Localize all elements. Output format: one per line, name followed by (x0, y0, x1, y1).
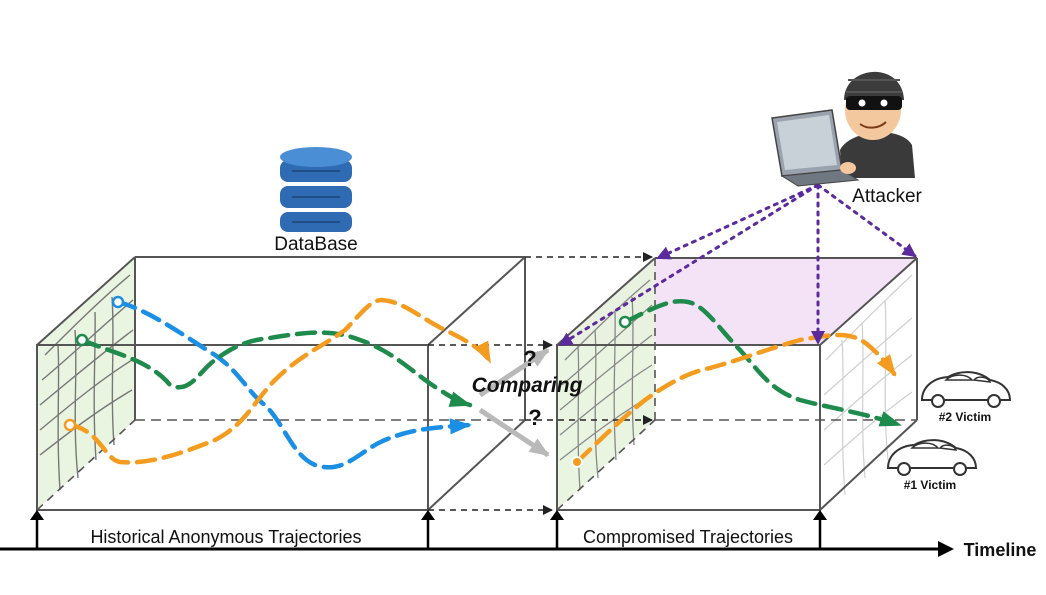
victim-1-label: #1 Victim (904, 478, 956, 492)
historical-label: Historical Anonymous Trajectories (90, 527, 361, 547)
start-plane-left (37, 257, 135, 510)
blue-start-point (111, 295, 125, 309)
green-compromised-trajectory (622, 298, 903, 428)
timeline-label: Timeline (964, 540, 1037, 560)
database-icon (280, 147, 352, 232)
car-icon-victim-1 (886, 439, 978, 476)
green-trajectory (79, 330, 473, 408)
timeline-ticks (35, 518, 822, 549)
green-compromised-start (618, 315, 632, 329)
orange-compromised-trajectory (574, 332, 898, 465)
database-label: DataBase (274, 234, 357, 255)
compromised-label: Compromised Trajectories (583, 527, 793, 547)
question-mark-upper: ? (523, 346, 536, 371)
attacker-label: Attacker (852, 186, 922, 207)
blue-trajectory (115, 299, 473, 470)
timeline (0, 510, 954, 557)
attacker-arrows (558, 183, 917, 347)
car-icon-victim-2 (920, 371, 1012, 408)
comparing-label: Comparing (472, 374, 583, 397)
orange-compromised-start (571, 456, 583, 468)
hacker-icon (771, 71, 915, 187)
compromised-cube (556, 257, 918, 511)
historical-trajectories (63, 295, 493, 470)
orange-trajectory (67, 297, 493, 465)
green-start-point (75, 333, 89, 347)
historical-cube (36, 256, 526, 511)
comparing-arrows: ? ? Comparing (472, 346, 583, 458)
compromised-trajectories (571, 298, 903, 468)
victim-2-label: #2 Victim (939, 410, 991, 424)
question-mark-lower: ? (528, 405, 541, 430)
time-connectors (428, 252, 653, 515)
orange-start-point (63, 418, 77, 432)
